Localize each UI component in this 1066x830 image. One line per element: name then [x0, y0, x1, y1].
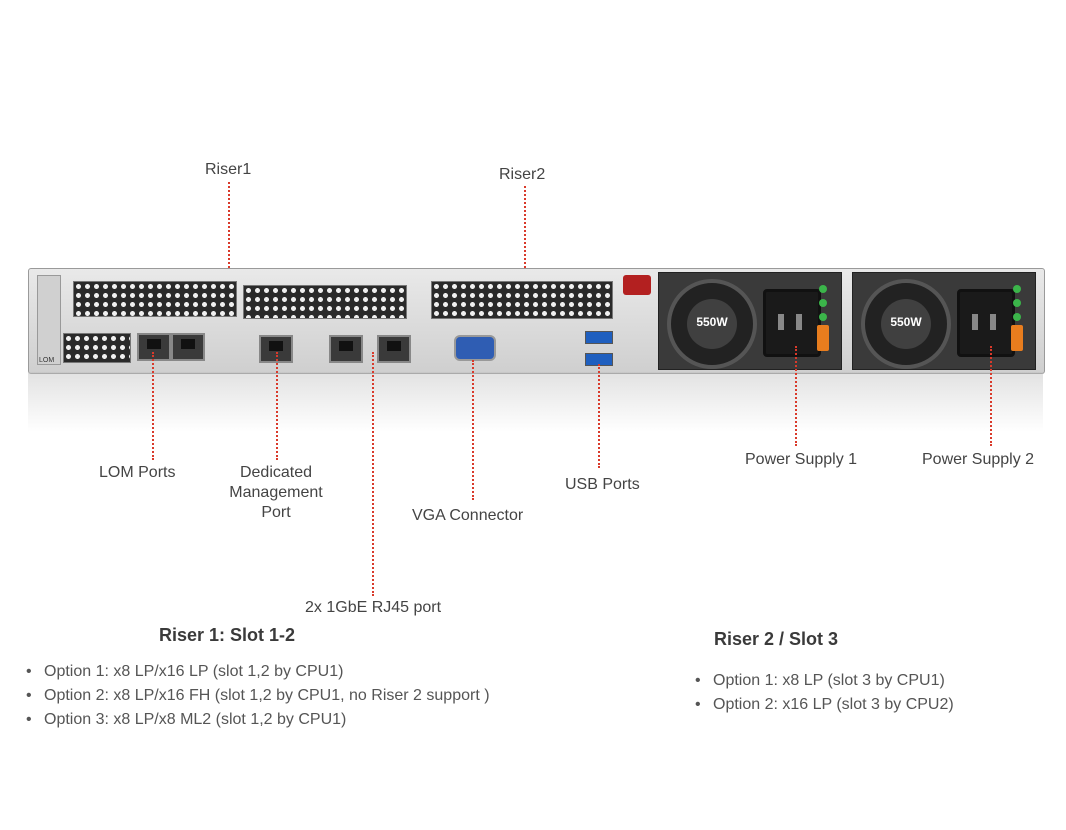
psu2-fan: 550W: [861, 279, 951, 369]
psu2-power-socket[interactable]: [957, 289, 1015, 357]
rj45-label: 2x 1GbE RJ45 port: [305, 599, 442, 616]
psu1-power-socket[interactable]: [763, 289, 821, 357]
rj45-port-1[interactable]: [329, 335, 363, 363]
riser1-label: Riser1: [205, 161, 252, 178]
psu2-rating: 550W: [890, 315, 922, 329]
psu1-leader: [795, 346, 797, 446]
lom-ports-label: LOM Ports: [99, 464, 176, 481]
psu1-label: Power Supply 1: [745, 451, 858, 468]
psu1-fan: 550W: [667, 279, 757, 369]
riser2-option-2: Option 2: x16 LP (slot 3 by CPU2): [693, 693, 954, 717]
riser1-slot2-grille: [243, 285, 407, 319]
riser2-slot3-grille: [431, 281, 613, 319]
left-ear: [37, 275, 61, 365]
psu2-led-2: [1013, 299, 1021, 307]
psu1-handle[interactable]: [817, 325, 829, 351]
mgmt-port-label: Dedicated Management Port: [216, 463, 336, 523]
riser2-options: Option 1: x8 LP (slot 3 by CPU1) Option …: [693, 669, 954, 717]
psu2-label: Power Supply 2: [922, 451, 1035, 468]
riser1-leader: [228, 182, 230, 300]
psu1-led-2: [819, 299, 827, 307]
riser2-option-1: Option 1: x8 LP (slot 3 by CPU1): [693, 669, 954, 693]
psu2-led-1: [1013, 285, 1021, 293]
riser1-options: Option 1: x8 LP/x16 LP (slot 1,2 by CPU1…: [24, 660, 490, 732]
mgmt-leader: [276, 352, 278, 460]
psu1-rating: 550W: [696, 315, 728, 329]
psu2-leader: [990, 346, 992, 446]
riser1-section-title: Riser 1: Slot 1-2: [159, 625, 296, 645]
chassis-reflection: [28, 372, 1043, 432]
psu1-led-3: [819, 313, 827, 321]
rj45-leader: [372, 352, 374, 596]
vga-port[interactable]: [454, 335, 496, 361]
psu2-handle[interactable]: [1011, 325, 1023, 351]
riser1-option-2: Option 2: x8 LP/x16 FH (slot 1,2 by CPU1…: [24, 684, 490, 708]
power-supply-1[interactable]: 550W: [658, 272, 842, 370]
usb-leader: [598, 364, 600, 468]
riser1-slot1-grille: [73, 281, 237, 317]
power-supply-2[interactable]: 550W: [852, 272, 1036, 370]
psu2-led-3: [1013, 313, 1021, 321]
riser1-option-1: Option 1: x8 LP/x16 LP (slot 1,2 by CPU1…: [24, 660, 490, 684]
mgmt-line-3: Port: [261, 504, 291, 521]
riser2-section-title: Riser 2 / Slot 3: [714, 629, 839, 649]
lom-side-grille: [63, 333, 131, 363]
riser1-option-3: Option 3: x8 LP/x8 ML2 (slot 1,2 by CPU1…: [24, 708, 490, 732]
lom-port-1[interactable]: [137, 333, 171, 361]
lom-leader: [152, 352, 154, 460]
usb-port-1[interactable]: [585, 331, 613, 344]
lom-tag: LOM: [39, 357, 55, 364]
riser2-leader: [524, 186, 526, 300]
vga-label: VGA Connector: [412, 507, 524, 524]
mgmt-line-1: Dedicated: [239, 464, 313, 481]
mgmt-line-2: Management: [229, 484, 323, 501]
usb-ports-label: USB Ports: [565, 476, 640, 493]
lom-port-2[interactable]: [171, 333, 205, 361]
vga-leader: [472, 360, 474, 500]
psu1-led-1: [819, 285, 827, 293]
riser-latch[interactable]: [623, 275, 651, 295]
riser2-label: Riser2: [499, 166, 546, 183]
rj45-port-2[interactable]: [377, 335, 411, 363]
